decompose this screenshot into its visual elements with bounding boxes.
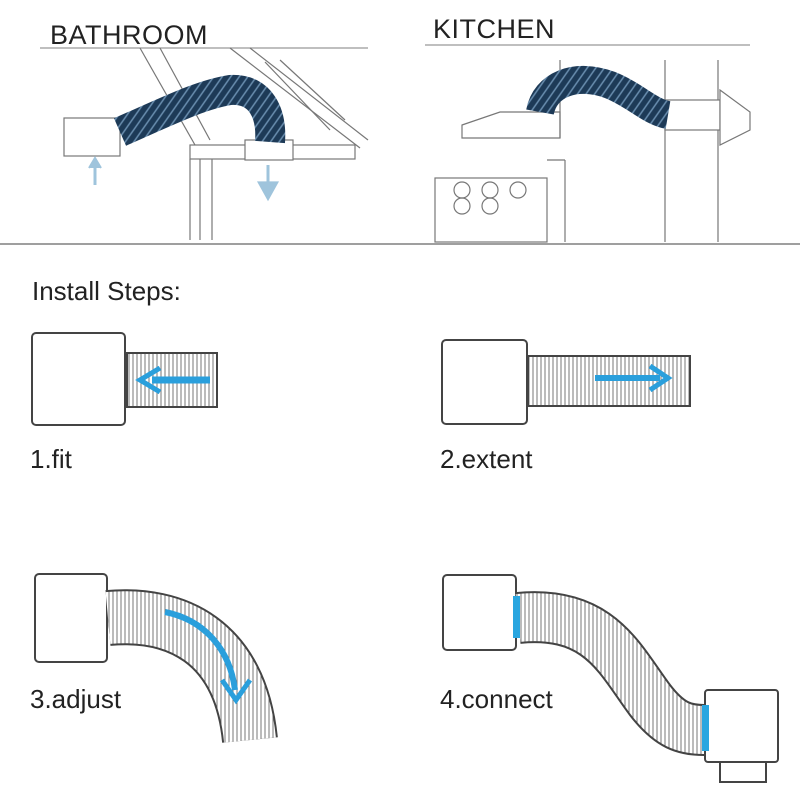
- stove: [434, 177, 548, 243]
- step-3-label: 3.adjust: [30, 684, 122, 714]
- outlet-box: [704, 689, 779, 763]
- range-hood: [461, 111, 561, 139]
- fit-arrow-icon: [135, 365, 210, 395]
- collar-clamp-right: [702, 705, 709, 751]
- wall-pipe: [664, 99, 721, 131]
- roof-line: [229, 47, 361, 149]
- fan-box: [442, 574, 517, 651]
- connected-hose: [515, 593, 705, 754]
- step-4-label: 4.connect: [440, 684, 553, 714]
- bent-hose: [105, 591, 276, 744]
- step-2-label: 2.extent: [440, 444, 533, 474]
- bathroom-scene: [40, 47, 369, 240]
- step-4-diagram: [442, 574, 779, 783]
- bathroom-flex-duct: [113, 74, 286, 146]
- extend-arrow-icon: [595, 363, 673, 393]
- wall-vent-cap: [719, 88, 751, 146]
- bathroom-fan-box: [63, 117, 121, 157]
- step-1-label: 1.fit: [30, 444, 72, 474]
- ceiling-vent: [244, 139, 294, 161]
- fan-box: [31, 332, 126, 426]
- outlet-spout: [719, 761, 767, 783]
- adjust-arrow-icon: [164, 609, 253, 705]
- step-1-diagram: [31, 332, 218, 426]
- collar-clamp-left: [513, 596, 520, 638]
- install-steps-heading: Install Steps:: [32, 276, 181, 306]
- kitchen-flex-duct: [526, 66, 672, 129]
- bathroom-title: BATHROOM: [50, 20, 208, 50]
- kitchen-title: KITCHEN: [433, 14, 556, 44]
- kitchen-scene: [425, 44, 751, 243]
- step-3-diagram: [34, 573, 278, 744]
- step-2-diagram: [441, 339, 691, 425]
- fan-box: [441, 339, 528, 425]
- fan-box: [34, 573, 108, 663]
